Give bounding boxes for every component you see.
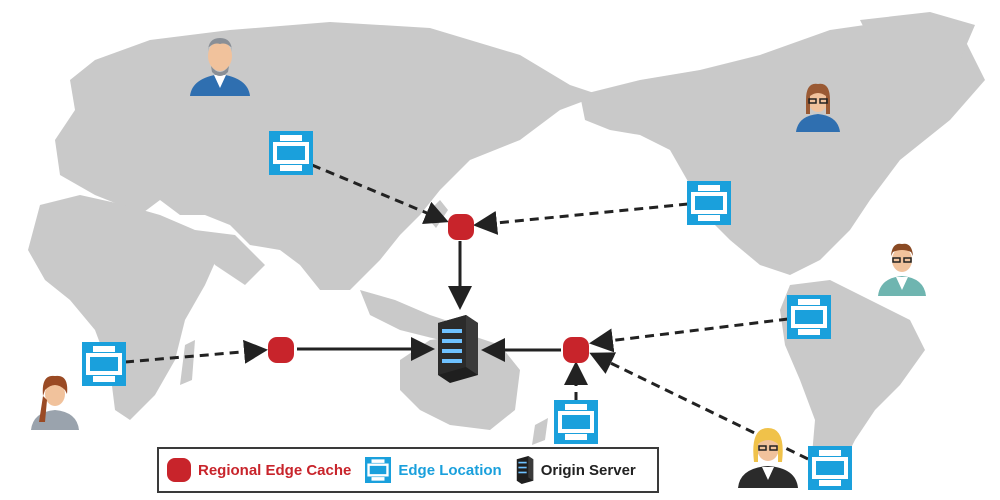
regional-edge-cache-asia [448, 214, 474, 240]
user-south-america-avatar [738, 428, 798, 488]
connector-edge-sa-north-to-rec-americas [589, 317, 789, 353]
edge-location-africa [82, 342, 126, 386]
connector-edge-na-to-rec-asia [473, 202, 689, 235]
regional-edge-cache-americas [563, 337, 589, 363]
legend-label-regional-edge-cache: Regional Edge Cache [198, 461, 352, 479]
user-russia-avatar [190, 38, 250, 96]
user-caribbean-avatar [878, 243, 926, 296]
map-madagascar [180, 340, 195, 385]
connector-edge-africa-to-rec-africa [124, 339, 268, 364]
regional-edge-cache-africa [268, 337, 294, 363]
edge-location-russia [269, 131, 313, 175]
legend-label-edge-location: Edge Location [398, 461, 502, 479]
map-southeast-asia [360, 290, 460, 340]
server-legend-icon [516, 456, 533, 484]
legend-item-origin-server: Origin Server [516, 456, 636, 484]
regional-edge-caches [268, 214, 589, 363]
world-map [28, 12, 985, 480]
edge-location-north-america [687, 181, 731, 225]
legend: Regional Edge Cache Edge Location Origin… [157, 447, 659, 493]
map-europe-asia [55, 22, 600, 290]
edge-location-pacific-south [554, 400, 598, 444]
map-north-america [580, 20, 985, 275]
legend-item-edge-location: Edge Location [365, 457, 502, 483]
edge-location-south-america-north [787, 295, 831, 339]
edge-location-legend-icon [365, 457, 392, 483]
map-africa [28, 195, 225, 420]
map-greenland [860, 12, 975, 75]
connectors [124, 163, 809, 461]
legend-item-regional-edge-cache: Regional Edge Cache [167, 458, 351, 482]
edge-location-south-america-south [808, 446, 852, 490]
map-arabia [195, 230, 265, 285]
connector-edge-sa-south-to-rec-americas [589, 352, 809, 461]
connector-edge-russia-to-rec-asia [311, 163, 449, 224]
legend-label-origin-server: Origin Server [540, 461, 636, 479]
user-africa-avatar [31, 375, 79, 430]
regional-edge-cache-legend-icon [167, 458, 191, 482]
origin-server [438, 315, 478, 383]
user-canada-avatar [796, 83, 840, 132]
map-new-zealand [532, 418, 548, 445]
